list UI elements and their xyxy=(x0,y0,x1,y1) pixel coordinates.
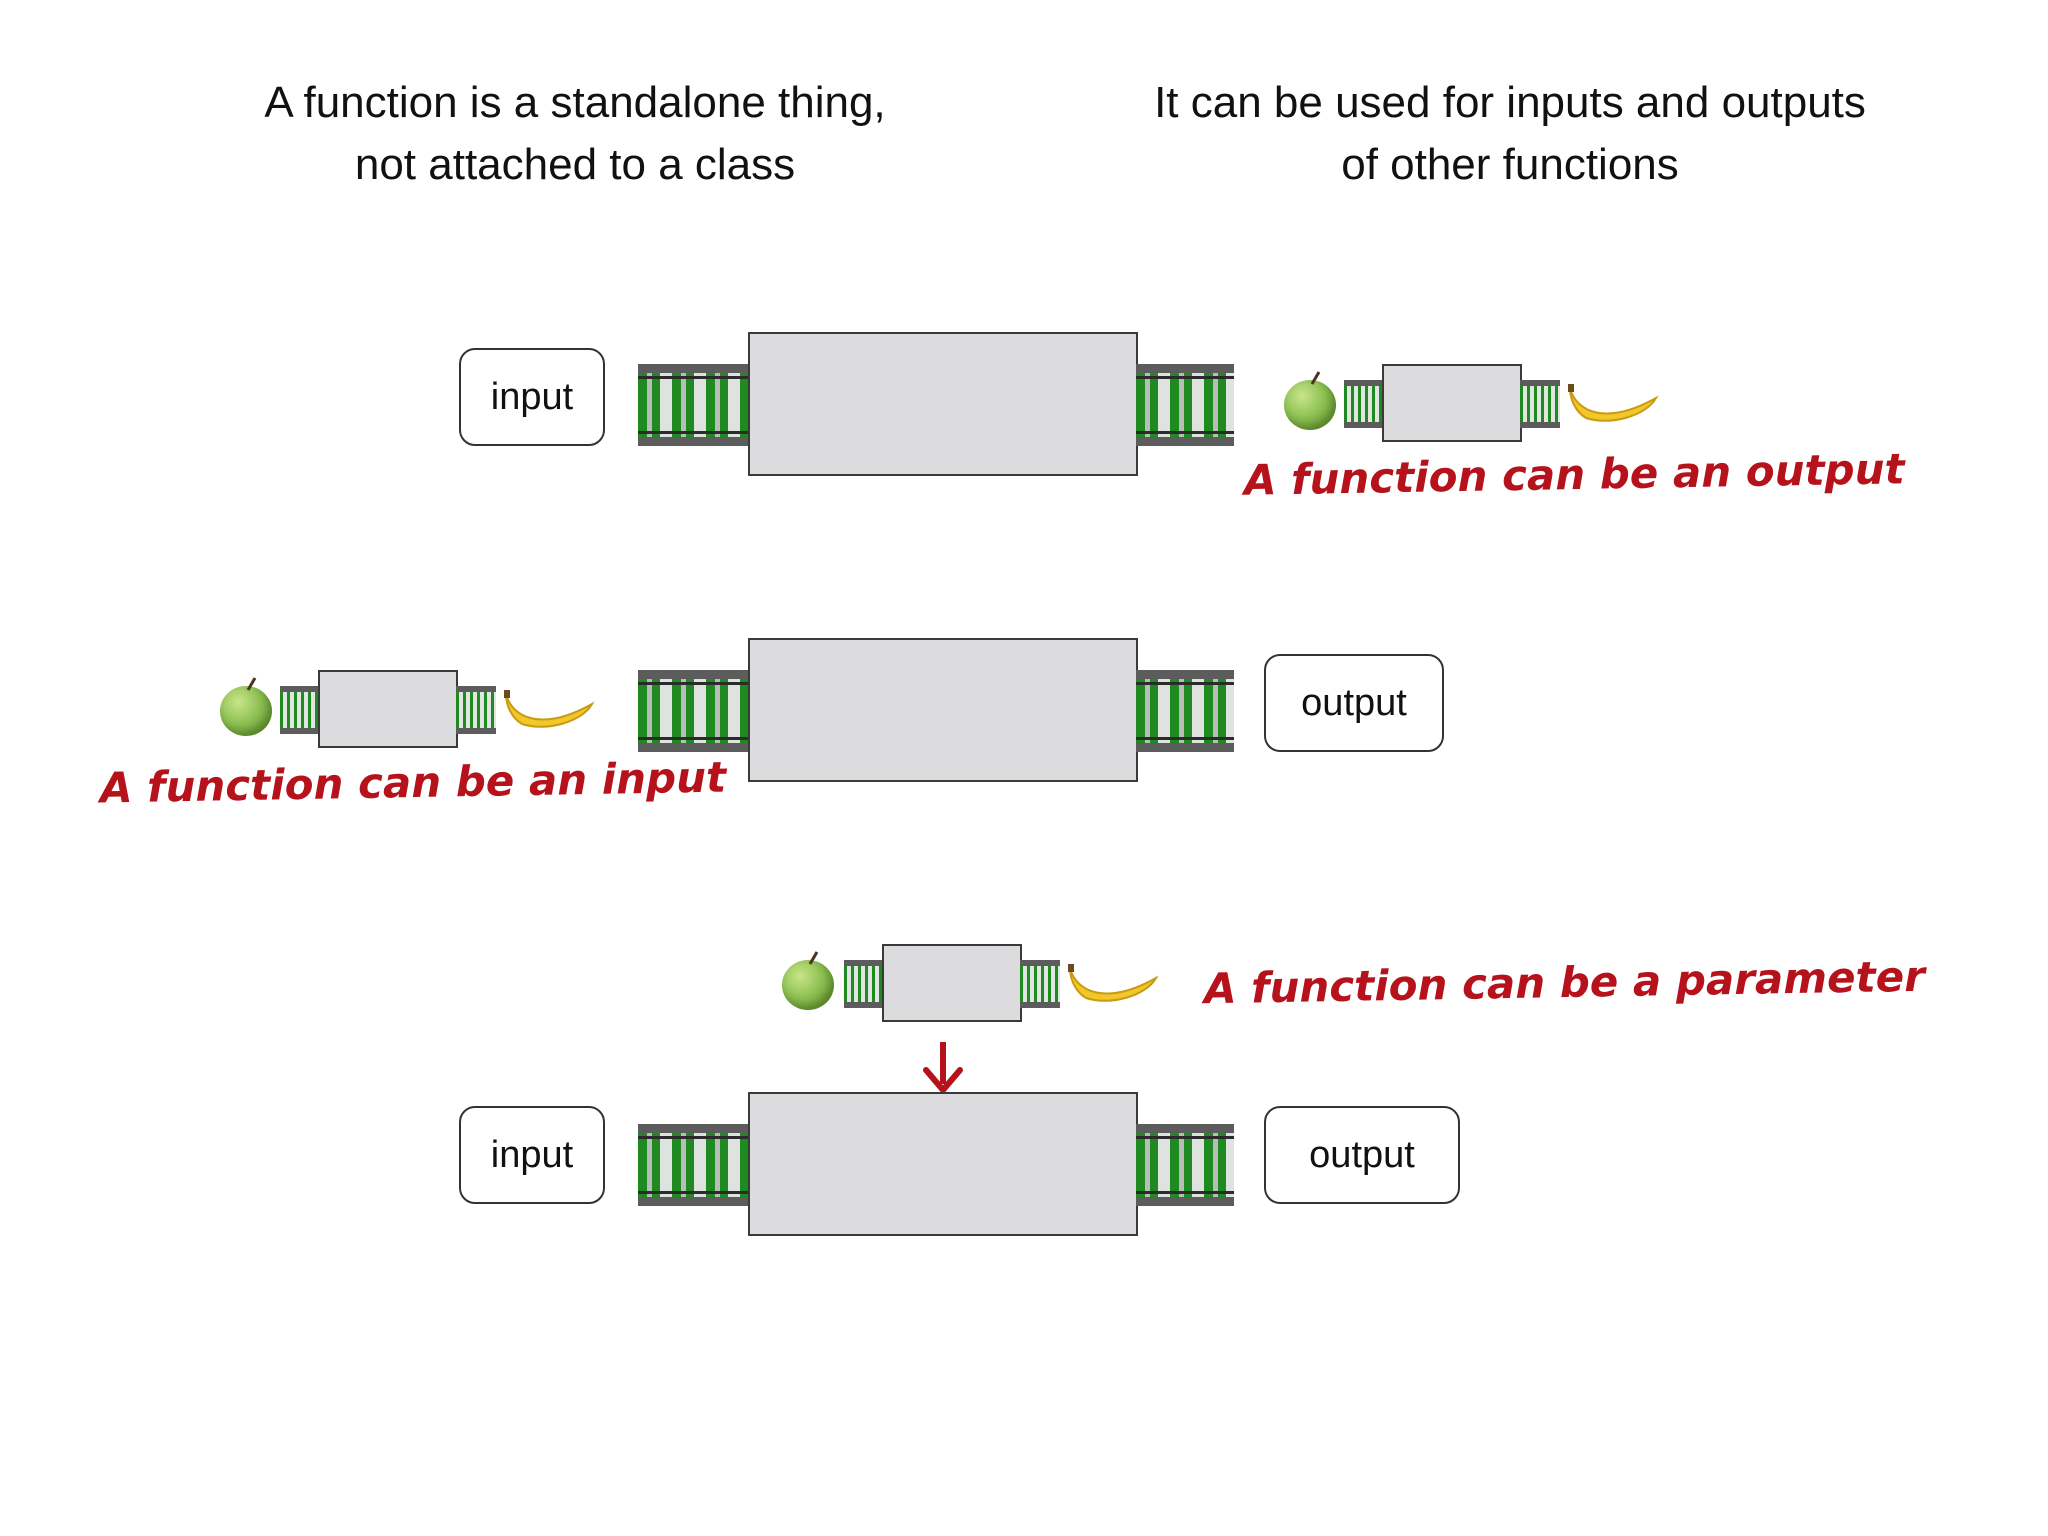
headline-left-line1: A function is a standalone thing, xyxy=(264,78,886,127)
row1-input-box: input xyxy=(459,348,605,446)
row3-note: A function can be a parameter xyxy=(1203,951,1926,1014)
headline-left: A function is a standalone thing, not at… xyxy=(200,72,950,196)
row3-track-left xyxy=(638,1124,750,1206)
row1-small-function-box xyxy=(1382,364,1522,442)
row1-small-track-right xyxy=(1520,380,1560,428)
row3-small-track-right xyxy=(1020,960,1060,1008)
banana-icon xyxy=(502,688,598,734)
row2-track-left xyxy=(638,670,750,752)
row3-small-track-left xyxy=(844,960,884,1008)
row1-small-track-left xyxy=(1344,380,1384,428)
row3-function-box xyxy=(748,1092,1138,1236)
row1-track-right xyxy=(1136,364,1234,446)
row3-output-box: output xyxy=(1264,1106,1460,1204)
apple-icon xyxy=(782,960,834,1010)
row2-track-right xyxy=(1136,670,1234,752)
apple-icon xyxy=(1284,380,1336,430)
row3-input-box: input xyxy=(459,1106,605,1204)
apple-icon xyxy=(220,686,272,736)
row2-function-box xyxy=(748,638,1138,782)
down-arrow-icon xyxy=(923,1042,963,1093)
headline-left-line2: not attached to a class xyxy=(354,140,796,189)
row3-track-right xyxy=(1136,1124,1234,1206)
row2-small-track-left xyxy=(280,686,320,734)
row1-track-left xyxy=(638,364,750,446)
row2-note: A function can be an input xyxy=(99,752,727,813)
headline-right-line1: It can be used for inputs and outputs xyxy=(1154,78,1866,127)
row2-small-track-right xyxy=(456,686,496,734)
headline-right: It can be used for inputs and outputs of… xyxy=(1100,72,1920,196)
row1-note: A function can be an output xyxy=(1243,444,1906,505)
row3-small-function-box xyxy=(882,944,1022,1022)
banana-icon xyxy=(1566,382,1662,428)
row2-output-box: output xyxy=(1264,654,1444,752)
headline-right-line2: of other functions xyxy=(1341,140,1679,189)
row1-function-box xyxy=(748,332,1138,476)
row2-small-function-box xyxy=(318,670,458,748)
banana-icon xyxy=(1066,962,1162,1008)
